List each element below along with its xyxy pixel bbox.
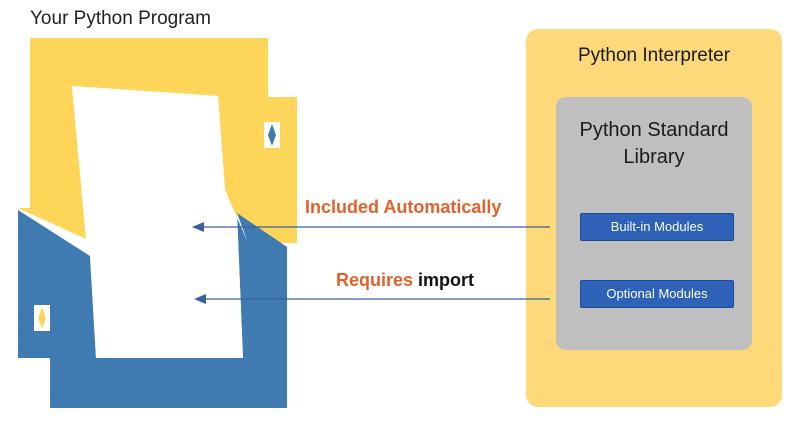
optional-modules-button[interactable]: Optional Modules bbox=[580, 280, 734, 308]
python-logo-shape bbox=[18, 38, 297, 408]
program-title: Your Python Program bbox=[30, 8, 211, 29]
interpreter-box: Python Interpreter Python Standard Libra… bbox=[526, 29, 782, 407]
requires-word: Requires bbox=[336, 270, 414, 290]
requires-import-label: Requires import bbox=[336, 270, 474, 291]
standard-library-title: Python Standard Library bbox=[579, 119, 729, 168]
logo-white-center bbox=[72, 86, 248, 358]
included-automatically-label: Included Automatically bbox=[305, 197, 502, 217]
interpreter-title: Python Interpreter bbox=[577, 45, 731, 66]
included-arrow-head bbox=[192, 222, 204, 232]
import-keyword: import bbox=[418, 270, 475, 290]
logo-eye-top-icon bbox=[268, 124, 276, 146]
builtin-modules-button[interactable]: Built-in Modules bbox=[580, 213, 734, 241]
import-arrow-head bbox=[194, 294, 206, 304]
standard-library-box: Python Standard Library Built-in Modules… bbox=[556, 97, 752, 350]
logo-blue-half bbox=[18, 210, 287, 408]
logo-yellow-half bbox=[18, 38, 297, 243]
logo-eye-bottom-icon bbox=[38, 307, 46, 329]
